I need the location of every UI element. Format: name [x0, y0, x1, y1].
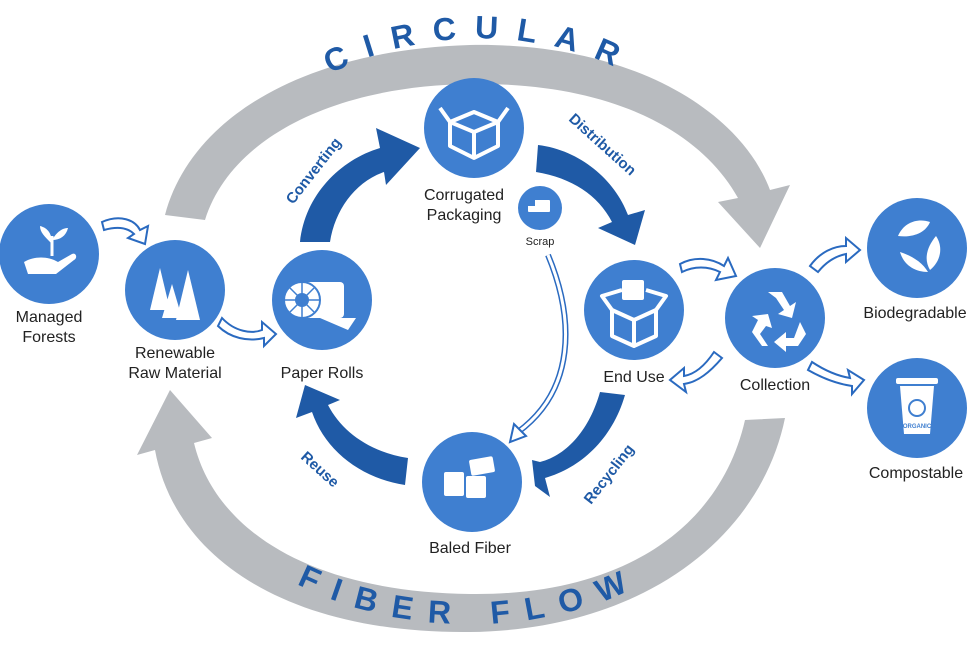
outer-ring — [137, 44, 790, 633]
reuse-arrow — [296, 385, 408, 485]
node-compostable: ORGANIC — [867, 358, 967, 458]
distribution-arrow — [536, 145, 645, 245]
hand-with-sprout-icon — [24, 226, 77, 274]
bales-icon — [444, 456, 495, 498]
recycle-icon — [752, 292, 806, 352]
forests-to-renewable-arrow — [100, 217, 150, 246]
node-baled-fiber — [422, 432, 522, 532]
label-renewable: Renewable Raw Material — [128, 345, 222, 382]
open-box-icon — [600, 280, 668, 348]
leaves-cycle-icon — [898, 220, 941, 272]
label-paper-rolls: Paper Rolls — [280, 365, 364, 382]
paper-roll-icon — [283, 281, 356, 330]
label-end-use: End Use — [603, 369, 665, 386]
reuse-label: Reuse — [297, 448, 342, 491]
organic-bin-icon: ORGANIC — [896, 378, 938, 434]
scrap-arrow-head — [508, 422, 528, 444]
box-icon — [438, 106, 510, 160]
node-corrugated — [424, 78, 524, 178]
enduse-to-collection-arrow — [678, 255, 738, 282]
node-scrap — [518, 186, 562, 230]
label-collection: Collection — [739, 377, 811, 394]
collection-to-enduse-arrow — [668, 350, 724, 395]
label-baled-fiber: Baled Fiber — [429, 540, 511, 557]
node-paper-rolls — [272, 250, 372, 350]
collection-to-compost-arrow — [806, 360, 866, 397]
node-end-use — [584, 260, 684, 360]
scrap-to-baled-arrow-inner — [517, 254, 568, 434]
label-corrugated: Corrugated Packaging — [423, 187, 505, 224]
ring-bottom-arc — [137, 390, 785, 633]
collection-to-bio-arrow — [808, 235, 862, 274]
label-managed-forests: Managed Forests — [15, 309, 83, 346]
trees-icon — [150, 268, 200, 320]
connector-arrows — [100, 217, 866, 397]
bin-label: ORGANIC — [903, 424, 932, 430]
renewable-to-rolls-arrow — [216, 316, 278, 349]
node-collection — [725, 268, 825, 368]
recycling-arrow — [532, 392, 625, 497]
label-biodegradable: Biodegradable — [863, 305, 967, 322]
node-managed-forests — [0, 204, 99, 304]
node-biodegradable — [867, 198, 967, 298]
ring-top-arc — [165, 44, 790, 249]
scrap-icon — [528, 200, 550, 212]
node-renewable — [125, 240, 225, 340]
label-scrap: Scrap — [525, 236, 555, 248]
converting-arrow — [300, 128, 420, 242]
label-compostable: Compostable — [868, 465, 964, 482]
inner-cycle-arrows — [296, 128, 645, 497]
